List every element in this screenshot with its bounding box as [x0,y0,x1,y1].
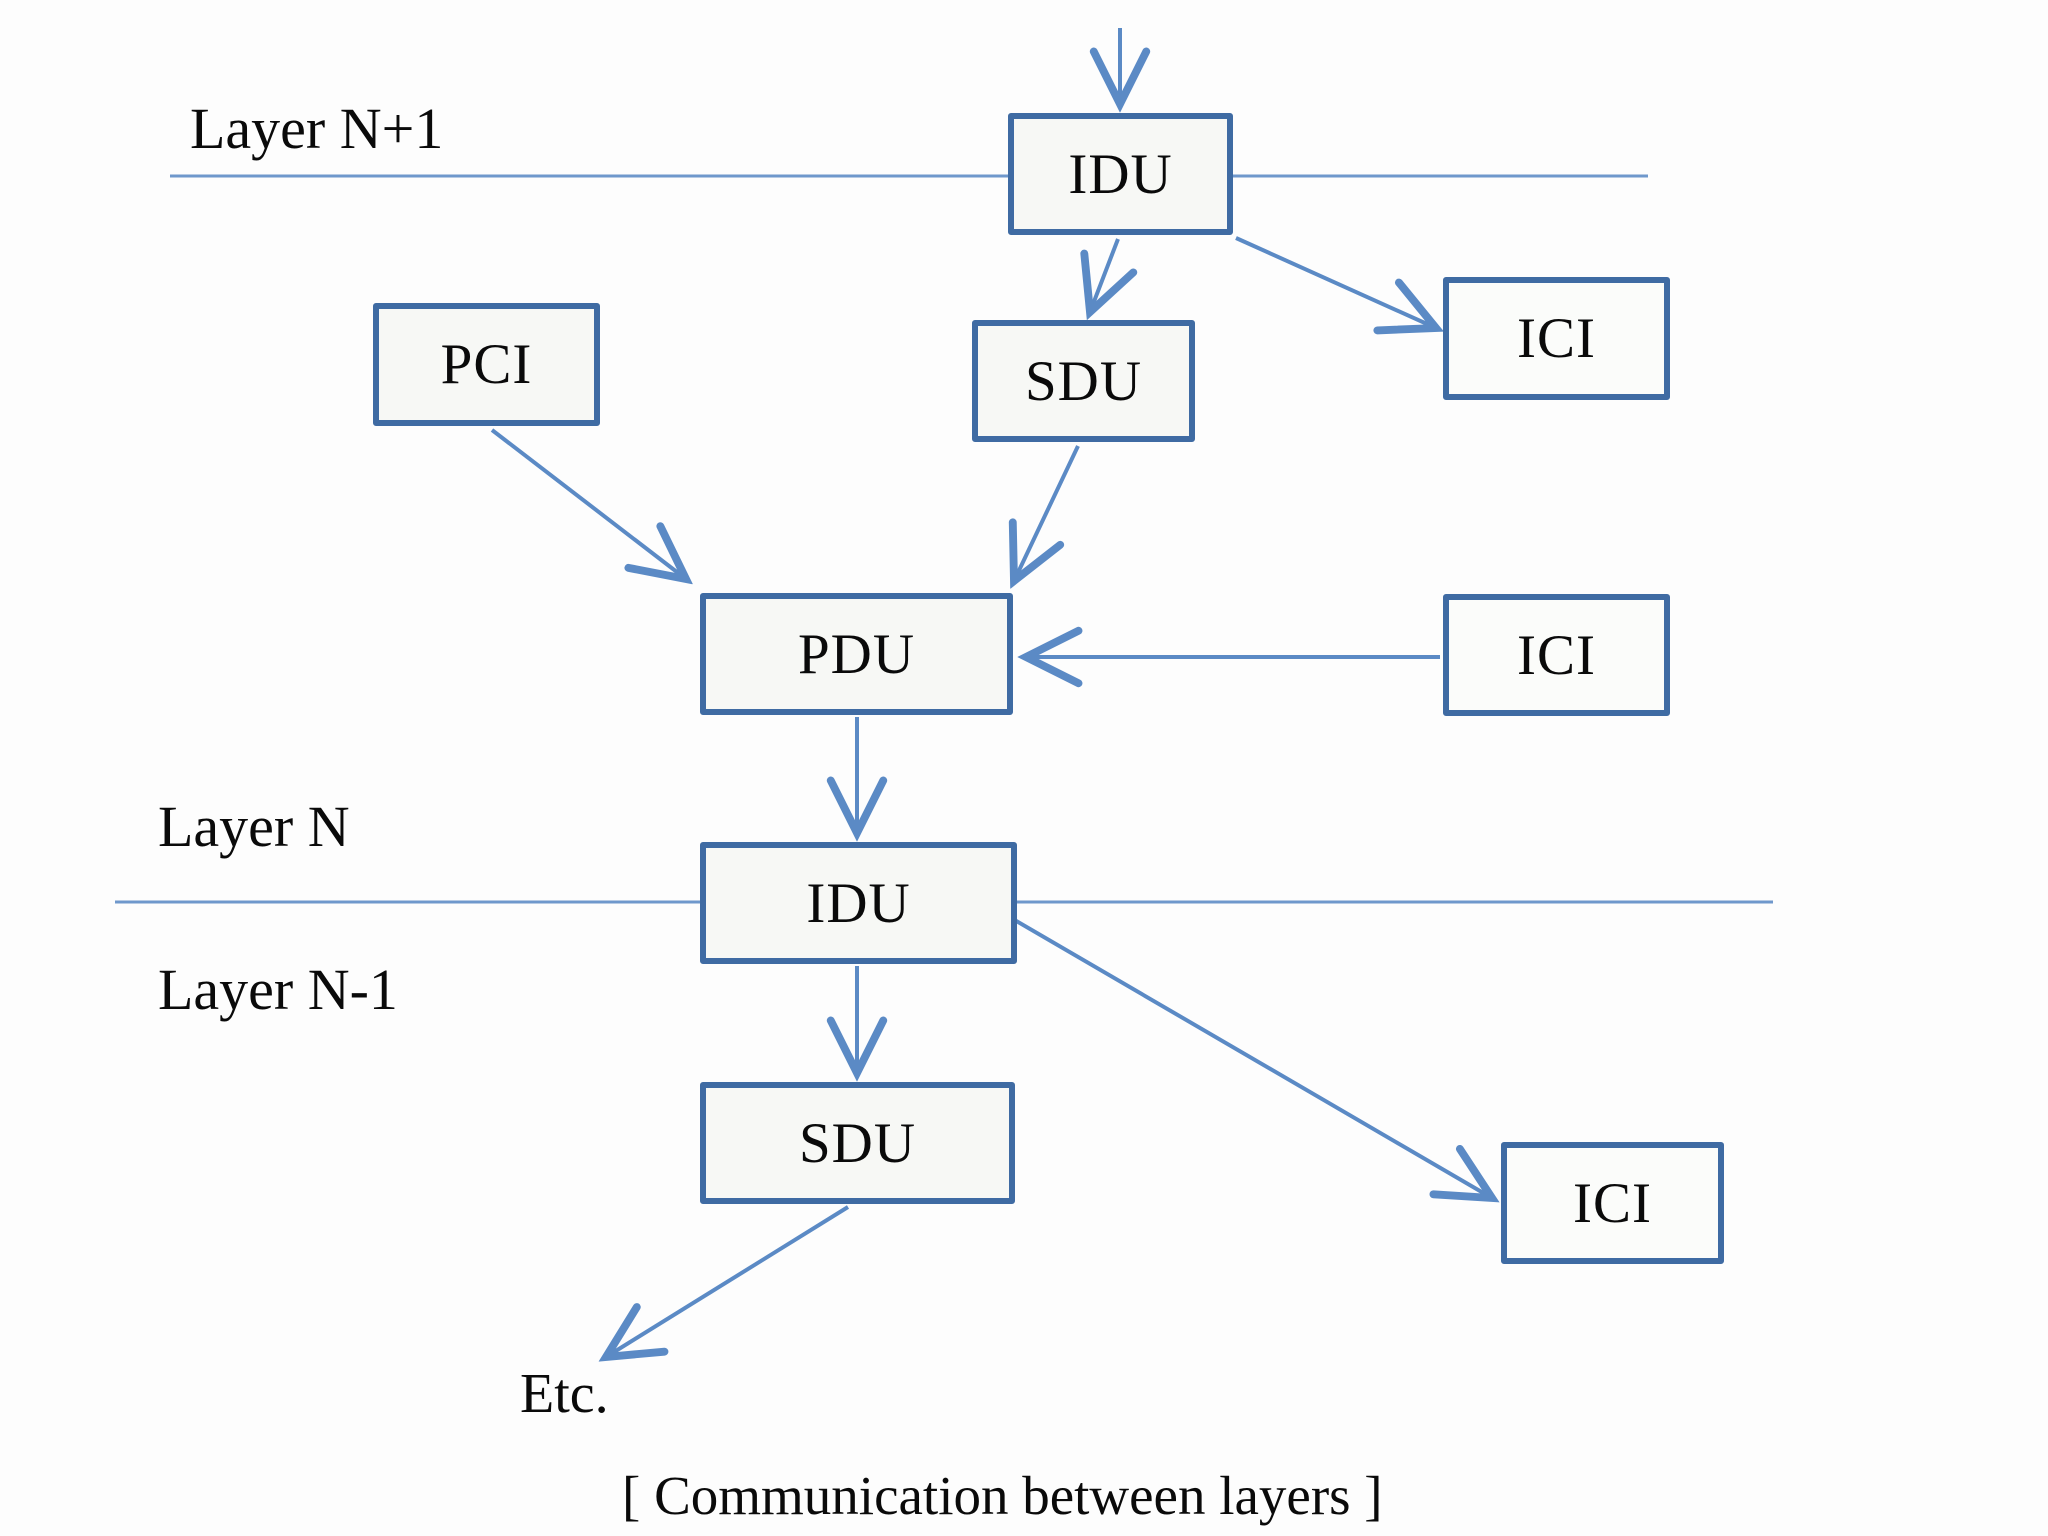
node-label: IDU [1068,142,1173,206]
arrow-idu-bottom-to-ici-bottom [1004,913,1492,1198]
node-idu-layer-n-plus-1: IDU [1008,113,1233,235]
arrow-sdu-bottom-to-etc [606,1205,850,1357]
node-label: IDU [806,871,911,935]
node-idu-layer-n: IDU [700,842,1017,964]
node-sdu-lower: SDU [700,1082,1015,1204]
node-label: SDU [1024,349,1143,413]
node-label: ICI [1517,623,1596,687]
node-label: ICI [1573,1171,1652,1235]
node-sdu-upper: SDU [972,320,1195,442]
arrow-pci-to-pdu [490,428,686,579]
node-label: PDU [797,622,916,686]
arrow-idu-top-to-sdu-top [1090,238,1118,312]
node-label: PCI [440,333,533,396]
etc-label: Etc. [520,1363,609,1425]
node-label: ICI [1517,307,1596,370]
layer-n-minus-1-label: Layer N-1 [158,957,398,1022]
arrow-sdu-top-to-pdu [1014,445,1080,581]
layer-n-label: Layer N [158,794,350,859]
node-ici-upper: ICI [1443,277,1670,400]
node-label: SDU [798,1111,917,1175]
layer-n-plus-1-label: Layer N+1 [190,96,444,161]
node-pci: PCI [373,303,600,426]
node-ici-middle: ICI [1443,594,1670,716]
diagram-caption: [ Communication between layers ] [622,1465,1383,1526]
node-pdu: PDU [700,593,1013,715]
node-ici-lower: ICI [1501,1142,1724,1264]
arrow-idu-top-to-ici-top [1235,236,1436,328]
